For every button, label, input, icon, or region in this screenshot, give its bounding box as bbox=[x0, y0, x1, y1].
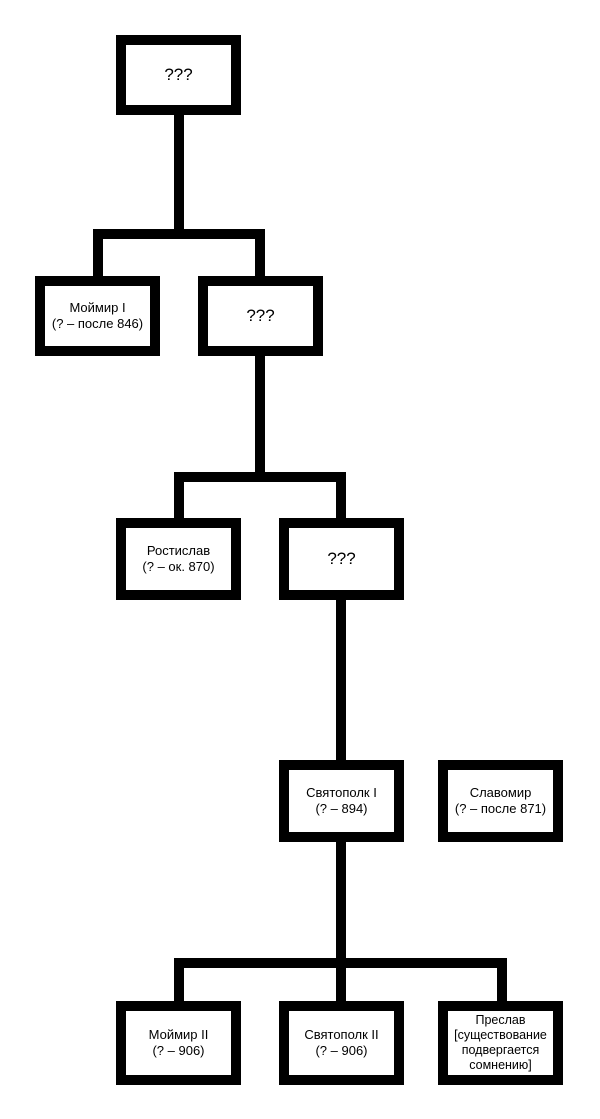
connector-line bbox=[497, 958, 507, 1003]
node-dates: (? – 906) bbox=[152, 1043, 205, 1058]
connector-line bbox=[336, 598, 346, 762]
connector-line bbox=[336, 472, 346, 520]
connector-line bbox=[93, 229, 103, 278]
node-label: ??? bbox=[164, 65, 193, 84]
node-label: ??? bbox=[327, 549, 356, 568]
node-dates: (? – 894) bbox=[315, 801, 368, 816]
node-mojmir-ii: Моймир II (? – 906) bbox=[116, 1001, 241, 1085]
node-name: Славомир bbox=[469, 785, 532, 800]
node-name: Святополк I bbox=[306, 785, 377, 800]
node-note: подвергается bbox=[461, 1043, 540, 1057]
node-unknown-second: ??? bbox=[198, 276, 323, 356]
connector-line bbox=[174, 958, 184, 1003]
node-mojmir-i: Моймир I (? – после 846) bbox=[35, 276, 160, 356]
node-unknown-ancestor: ??? bbox=[116, 35, 241, 115]
node-dates: (? – после 846) bbox=[51, 316, 144, 331]
node-name: Моймир II bbox=[148, 1027, 209, 1042]
node-dates: (? – после 871) bbox=[454, 801, 547, 816]
connector-line bbox=[255, 354, 265, 480]
connector-line bbox=[93, 229, 265, 239]
node-rostislav: Ростислав (? – ок. 870) bbox=[116, 518, 241, 600]
node-unknown-third: ??? bbox=[279, 518, 404, 600]
connector-line bbox=[336, 958, 346, 1003]
node-dates: (? – 906) bbox=[315, 1043, 368, 1058]
node-svatopluk-ii: Святополк II (? – 906) bbox=[279, 1001, 404, 1085]
node-name: Ростислав bbox=[146, 543, 211, 558]
connector-line bbox=[174, 472, 184, 520]
connector-line bbox=[336, 840, 346, 966]
node-note: сомнению] bbox=[469, 1058, 532, 1072]
connector-line bbox=[174, 113, 184, 237]
connector-line bbox=[255, 229, 265, 278]
node-name: Преслав bbox=[475, 1013, 526, 1027]
node-slavomir: Славомир (? – после 871) bbox=[438, 760, 563, 842]
node-name: Святополк II bbox=[304, 1027, 379, 1042]
node-dates: (? – ок. 870) bbox=[142, 559, 215, 574]
connector-line bbox=[174, 472, 346, 482]
node-note: [существование bbox=[454, 1028, 547, 1042]
node-svatopluk-i: Святополк I (? – 894) bbox=[279, 760, 404, 842]
node-preslav: Преслав [существование подвергается сомн… bbox=[438, 1001, 563, 1085]
node-name: Моймир I bbox=[69, 300, 126, 315]
node-label: ??? bbox=[246, 306, 275, 325]
